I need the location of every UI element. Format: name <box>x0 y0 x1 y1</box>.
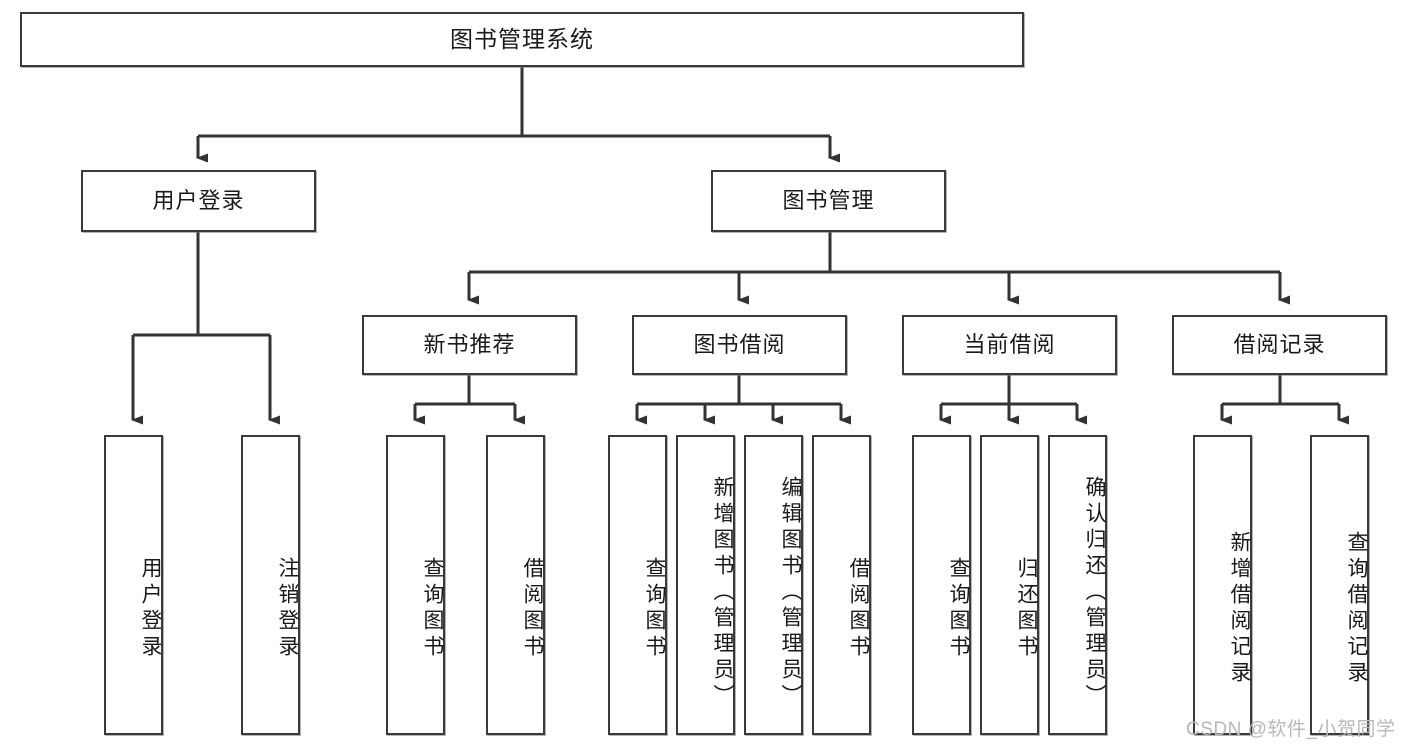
leaf-book-borrow-add[interactable]: 新增图书（管理员） <box>676 435 735 735</box>
node-book-management[interactable]: 图书管理 <box>711 170 946 232</box>
leaf-current-borrow-confirm[interactable]: 确认归还（管理员） <box>1048 435 1107 735</box>
leaf-current-borrow-return[interactable]: 归还图书 <box>980 435 1039 735</box>
leaf-new-book-borrow[interactable]: 借阅图书 <box>486 435 545 735</box>
node-root[interactable]: 图书管理系统 <box>20 12 1024 67</box>
leaf-current-borrow-query[interactable]: 查询图书 <box>912 435 971 735</box>
leaf-borrow-record-query[interactable]: 查询借阅记录 <box>1310 435 1369 735</box>
node-user-login[interactable]: 用户登录 <box>81 170 316 232</box>
node-new-book-recommend[interactable]: 新书推荐 <box>362 315 577 375</box>
node-book-borrow[interactable]: 图书借阅 <box>632 315 847 375</box>
leaf-user-login-login[interactable]: 用户登录 <box>104 435 163 735</box>
watermark: CSDN @软件_小贺同学 <box>1186 719 1396 740</box>
leaf-user-login-logout[interactable]: 注销登录 <box>241 435 300 735</box>
node-current-borrow[interactable]: 当前借阅 <box>902 315 1117 375</box>
leaf-borrow-record-add[interactable]: 新增借阅记录 <box>1193 435 1252 735</box>
node-borrow-record[interactable]: 借阅记录 <box>1172 315 1387 375</box>
leaf-book-borrow-query[interactable]: 查询图书 <box>608 435 667 735</box>
leaf-book-borrow-borrow[interactable]: 借阅图书 <box>812 435 871 735</box>
leaf-new-book-query[interactable]: 查询图书 <box>386 435 445 735</box>
leaf-book-borrow-edit[interactable]: 编辑图书（管理员） <box>744 435 803 735</box>
